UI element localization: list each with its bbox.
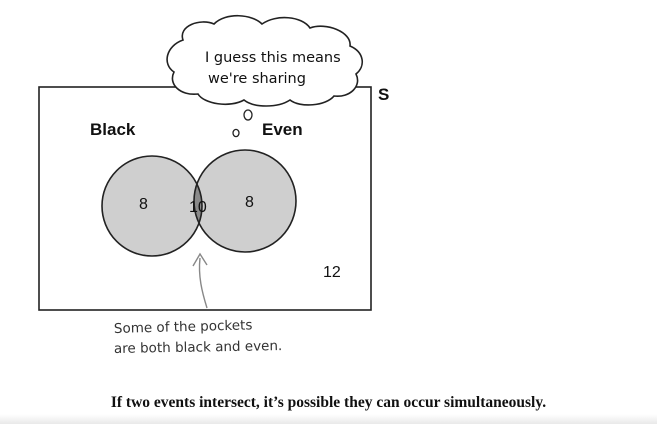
thought-bubble-dot-large: [243, 109, 253, 121]
thought-bubble-line-2: we're sharing: [208, 71, 306, 87]
sample-space-label: S: [378, 85, 389, 104]
even-circle: [194, 150, 296, 252]
annotation-arrow: [198, 257, 208, 309]
set-label-even: Even: [262, 120, 303, 139]
thought-bubble: [166, 14, 363, 107]
intersection-count: 10: [189, 199, 207, 216]
black-circle: [102, 156, 202, 256]
even-only-count: 8: [245, 194, 254, 211]
annotation-arrowhead: [192, 252, 208, 267]
set-label-black: Black: [90, 120, 136, 139]
thought-bubble-dot-small: [232, 128, 240, 138]
thought-bubble-line-1: I guess this means: [205, 50, 341, 66]
annotation-line-2: are both black and even.: [114, 338, 283, 357]
annotation-line-1: Some of the pockets: [114, 317, 253, 337]
bottom-divider: [0, 414, 657, 424]
caption: If two events intersect, it’s possible t…: [110, 394, 547, 411]
black-only-count: 8: [139, 196, 148, 213]
outside-count: 12: [323, 264, 341, 281]
